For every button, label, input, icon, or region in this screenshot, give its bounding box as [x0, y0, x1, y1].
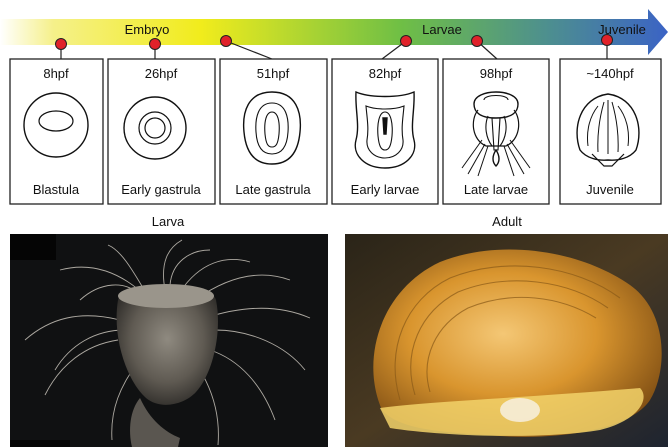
adult-photo: [345, 234, 668, 447]
larva-photo: [10, 234, 328, 447]
timepoint-marker: [221, 36, 232, 47]
timepoint-marker: [56, 39, 67, 50]
phase-label-larvae: Larvae: [422, 22, 462, 37]
adult-section-label: Adult: [407, 214, 607, 229]
stage-boxes: [10, 59, 661, 204]
stage-name-label: Blastula: [33, 182, 80, 197]
stage-time-label: 51hpf: [257, 66, 290, 81]
timepoint-marker: [401, 36, 412, 47]
stage-time-label: ~140hpf: [586, 66, 634, 81]
stage-name-label: Late gastrula: [235, 182, 311, 197]
phase-label-embryo: Embryo: [125, 22, 170, 37]
timepoint-marker: [150, 39, 161, 50]
larva-section-label: Larva: [68, 214, 268, 229]
stage-time-label: 8hpf: [43, 66, 69, 81]
timepoint-marker: [602, 35, 613, 46]
stage-name-label: Early gastrula: [121, 182, 201, 197]
stage-name-label: Late larvae: [464, 182, 528, 197]
stage-time-label: 26hpf: [145, 66, 178, 81]
stage-time-label: 98hpf: [480, 66, 513, 81]
stage-name-label: Juvenile: [586, 182, 634, 197]
stage-name-label: Early larvae: [351, 182, 420, 197]
timeline-arrow: [0, 9, 668, 55]
timepoint-marker: [472, 36, 483, 47]
stage-time-label: 82hpf: [369, 66, 402, 81]
